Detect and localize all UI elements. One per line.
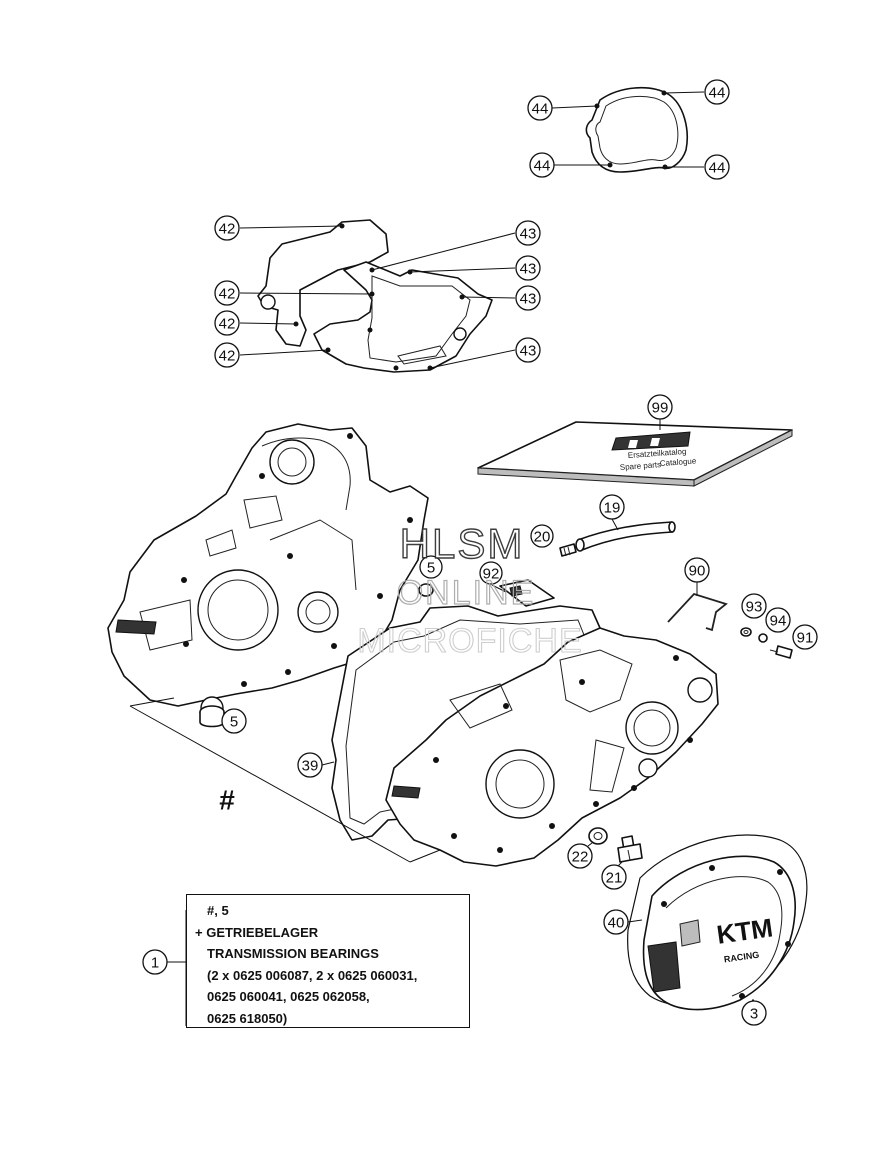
svg-text:39: 39	[302, 758, 319, 775]
callout-20: 20	[530, 524, 554, 548]
callout-5: 5	[221, 708, 247, 734]
svg-text:44: 44	[532, 101, 549, 118]
washer	[740, 627, 752, 637]
cover-gaskets	[239, 219, 516, 373]
book-line-1: Ersatzteilkatalog	[628, 447, 687, 460]
cover-plate	[491, 579, 555, 607]
svg-text:20: 20	[534, 529, 551, 546]
svg-text:90: 90	[689, 563, 706, 580]
svg-text:94: 94	[770, 613, 787, 630]
svg-text:44: 44	[709, 85, 726, 102]
callout-44: 44	[704, 154, 730, 180]
callout-39: 39	[297, 752, 323, 778]
callout-43: 43	[515, 285, 541, 311]
svg-text:40: 40	[608, 915, 625, 932]
svg-text:42: 42	[219, 316, 236, 333]
svg-text:19: 19	[604, 500, 621, 517]
svg-text:42: 42	[219, 286, 236, 303]
svg-text:22: 22	[572, 849, 589, 866]
callout-21: 21	[601, 864, 627, 890]
info-line-5: 0625 060041, 0625 062058,	[207, 989, 370, 1004]
cover-logo: KTM RACING	[715, 912, 775, 964]
callout-43: 43	[515, 220, 541, 246]
watermark-line-1: HLSM	[400, 520, 525, 567]
assembly-mark: #	[219, 785, 235, 816]
svg-text:43: 43	[520, 226, 537, 243]
crankcase-left-half	[107, 423, 429, 720]
info-line-6: 0625 618050)	[207, 1010, 288, 1026]
spring-clip	[667, 582, 728, 632]
book-line-2: Spare parts	[620, 460, 662, 472]
crankcase-right-half	[385, 627, 719, 867]
ignition-cover: KTM RACING	[627, 855, 796, 1011]
callout-22: 22	[567, 843, 593, 869]
svg-text:42: 42	[219, 348, 236, 365]
svg-text:1: 1	[151, 955, 159, 972]
part-info-box: #, 5 + GETRIEBELAGER TRANSMISSION BEARIN…	[186, 894, 470, 1028]
sealing-ring	[587, 827, 608, 847]
callout-43: 43	[515, 255, 541, 281]
callout-91: 91	[792, 624, 818, 650]
svg-text:92: 92	[483, 566, 500, 583]
bearing	[199, 705, 225, 728]
callout-43: 43	[515, 337, 541, 363]
info-line-3: TRANSMISSION BEARINGS	[207, 946, 379, 961]
bearing-small	[418, 583, 434, 597]
callout-44: 44	[527, 95, 553, 121]
svg-text:44: 44	[534, 158, 551, 175]
callout-5: 5	[419, 555, 443, 579]
callout-94: 94	[765, 607, 791, 633]
book-line-3: Catalogue	[660, 456, 698, 468]
callout-42: 42	[214, 310, 240, 336]
spring-washer	[758, 633, 768, 643]
callout-40: 40	[603, 909, 629, 935]
svg-text:91: 91	[797, 630, 814, 647]
callout-92: 92	[479, 561, 503, 585]
svg-text:43: 43	[520, 291, 537, 308]
svg-text:3: 3	[750, 1006, 758, 1023]
info-line-1: #, 5	[207, 903, 229, 918]
callout-44: 44	[529, 152, 555, 178]
callout-3: 3	[741, 1000, 767, 1026]
info-line-2: + GETRIEBELAGER	[195, 924, 319, 940]
svg-text:43: 43	[520, 343, 537, 360]
callout-90: 90	[684, 557, 710, 583]
svg-text:99: 99	[652, 400, 669, 417]
svg-text:43: 43	[520, 261, 537, 278]
breather-hose	[575, 518, 676, 552]
callout-42: 42	[214, 342, 240, 368]
callout-42: 42	[214, 215, 240, 241]
svg-text:5: 5	[230, 714, 238, 731]
infobox-bracket	[167, 910, 187, 1026]
callout-42: 42	[214, 280, 240, 306]
callout-93: 93	[741, 593, 767, 619]
book-logo	[611, 431, 691, 451]
assembly-bracket: #	[129, 697, 441, 863]
callout-19: 19	[599, 494, 625, 520]
info-line-4: (2 x 0625 006087, 2 x 0625 060031,	[207, 967, 418, 983]
svg-text:5: 5	[427, 560, 435, 577]
watermark: HLSM ONLINE MICROFICHE	[357, 519, 582, 660]
manual-booklet: Ersatzteilkatalog Spare parts Catalogue	[477, 419, 793, 487]
drain-plug	[617, 835, 643, 867]
screw	[769, 645, 793, 659]
ignition-cover-gasket	[551, 86, 705, 173]
svg-text:93: 93	[746, 599, 763, 616]
svg-text:21: 21	[606, 870, 623, 887]
callout-1: 1	[142, 949, 168, 975]
watermark-line-2: ONLINE	[397, 574, 536, 612]
svg-text:44: 44	[709, 160, 726, 177]
callout-99: 99	[647, 394, 673, 420]
svg-text:RACING: RACING	[723, 950, 760, 965]
svg-text:42: 42	[219, 221, 236, 238]
hose-nipple	[559, 543, 577, 557]
watermark-line-3: MICROFICHE	[357, 622, 582, 660]
callout-44: 44	[704, 79, 730, 105]
